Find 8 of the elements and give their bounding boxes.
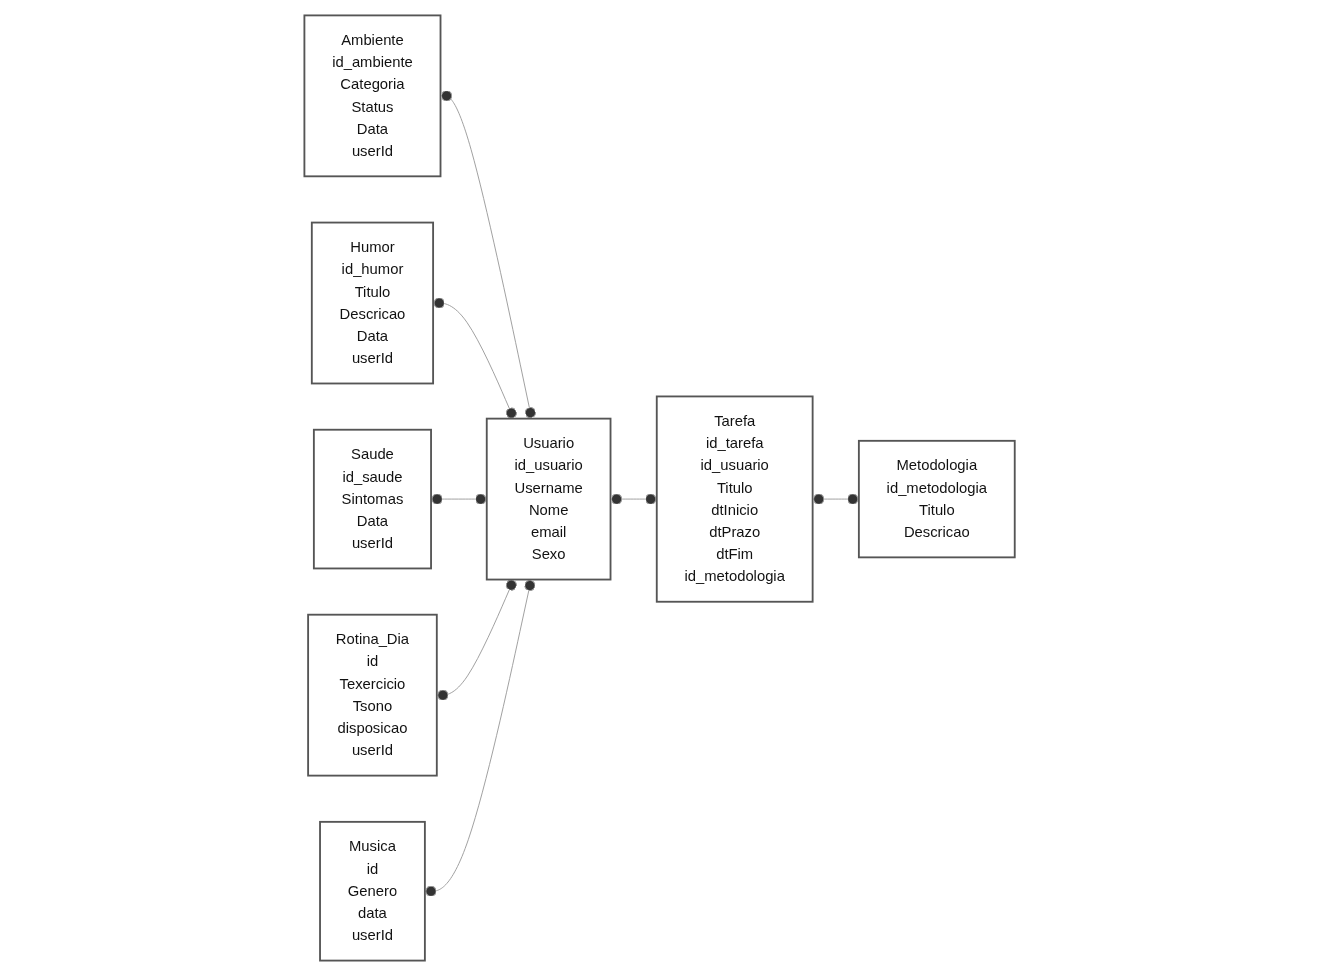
node-box: Ambiente id_ambiente Categoria Status Data userId [303,14,442,178]
node-box: Tarefa id_tarefa id_usuario Titulo dtInicio dtPrazo dtFim id_metodologia [656,395,814,603]
node-box: Musica id Genero data userId [319,820,427,962]
node-box: Rotina_Dia id Texercicio Tsono disposicao userId [307,613,439,777]
node-box: Metodologia id_metodologia Titulo Descricao [858,439,1017,559]
node-box: Saude id_saude Sintomas Data userId [313,428,433,570]
node-box: Humor id_humor Titulo Descricao Data userId [311,221,435,385]
node-box: Usuario id_usuario Username Nome email Sexo [486,417,612,581]
